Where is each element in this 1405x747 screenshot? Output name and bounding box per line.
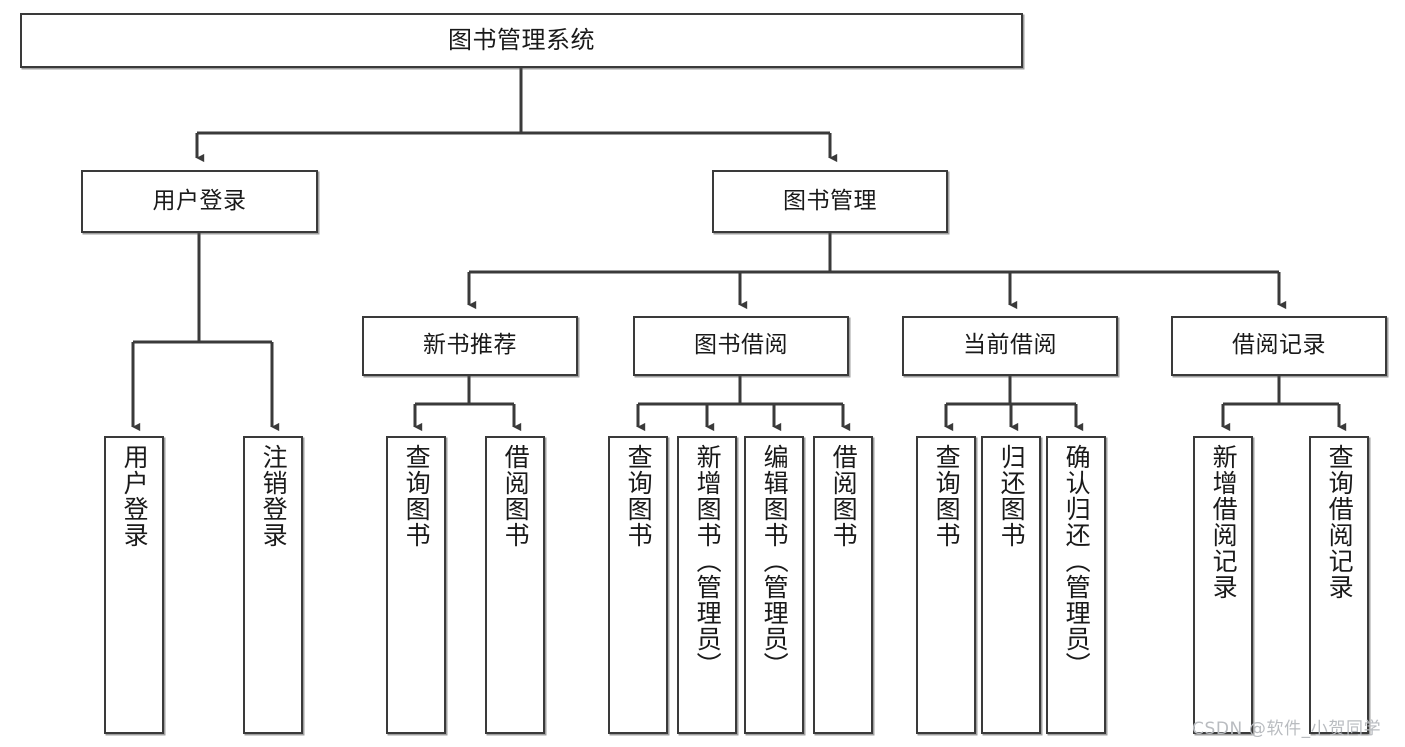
leaf-borrow-record-add[interactable]: 新增借阅记录 — [1193, 436, 1253, 734]
node-label: 借阅图书 — [829, 444, 859, 548]
node-label: 新增图书（管理员） — [693, 444, 723, 678]
node-label: 新书推荐 — [423, 332, 517, 359]
node-book-management[interactable]: 图书管理 — [712, 170, 948, 233]
leaf-user-login-signout[interactable]: 注销登录 — [243, 436, 303, 734]
node-label: 图书管理系统 — [448, 26, 595, 55]
leaf-current-borrow-return[interactable]: 归还图书 — [981, 436, 1041, 734]
node-new-book-recommend[interactable]: 新书推荐 — [362, 316, 578, 376]
node-label: 查询图书 — [624, 444, 654, 548]
node-user-login[interactable]: 用户登录 — [81, 170, 318, 233]
node-label: 用户登录 — [120, 444, 150, 548]
node-label: 用户登录 — [152, 187, 247, 214]
csdn-watermark: CSDN @软件_小贺同学 — [1192, 719, 1382, 739]
leaf-current-borrow-query[interactable]: 查询图书 — [916, 436, 976, 734]
node-label: 查询借阅记录 — [1325, 444, 1355, 600]
node-label: 借阅记录 — [1232, 332, 1326, 359]
node-label: 注销登录 — [259, 444, 289, 548]
edge-new-book-to-leaves — [413, 376, 522, 432]
node-label: 新增借阅记录 — [1209, 444, 1239, 600]
edge-book-borrow-to-leaves — [636, 376, 851, 432]
node-borrow-record[interactable]: 借阅记录 — [1171, 316, 1387, 376]
leaf-borrow-record-query[interactable]: 查询借阅记录 — [1309, 436, 1369, 734]
leaf-new-book-borrow[interactable]: 借阅图书 — [485, 436, 545, 734]
node-current-borrow[interactable]: 当前借阅 — [902, 316, 1118, 376]
leaf-book-borrow-edit[interactable]: 编辑图书（管理员） — [744, 436, 804, 734]
node-label: 图书借阅 — [694, 332, 788, 359]
leaf-current-borrow-confirm-return[interactable]: 确认归还（管理员） — [1046, 436, 1106, 734]
edge-current-borrow-to-leaves — [944, 376, 1084, 432]
leaf-user-login-signin[interactable]: 用户登录 — [104, 436, 164, 734]
edge-book-mgmt-to-level3 — [467, 233, 1287, 310]
node-label: 归还图书 — [997, 444, 1027, 548]
leaf-book-borrow-add[interactable]: 新增图书（管理员） — [677, 436, 737, 734]
edge-user-login-to-leaves — [131, 233, 280, 432]
edge-root-to-level2 — [195, 68, 838, 163]
node-book-borrow[interactable]: 图书借阅 — [633, 316, 849, 376]
leaf-book-borrow-lend[interactable]: 借阅图书 — [813, 436, 873, 734]
edge-borrow-record-to-leaves — [1221, 376, 1347, 432]
node-label: 当前借阅 — [963, 332, 1057, 359]
node-root-system[interactable]: 图书管理系统 — [20, 13, 1023, 68]
node-label: 确认归还（管理员） — [1062, 444, 1092, 678]
node-label: 编辑图书（管理员） — [760, 444, 790, 678]
leaf-new-book-query[interactable]: 查询图书 — [386, 436, 446, 734]
node-label: 查询图书 — [402, 444, 432, 548]
leaf-book-borrow-query[interactable]: 查询图书 — [608, 436, 668, 734]
node-label: 图书管理 — [783, 187, 877, 214]
node-label: 借阅图书 — [501, 444, 531, 548]
node-label: 查询图书 — [932, 444, 962, 548]
